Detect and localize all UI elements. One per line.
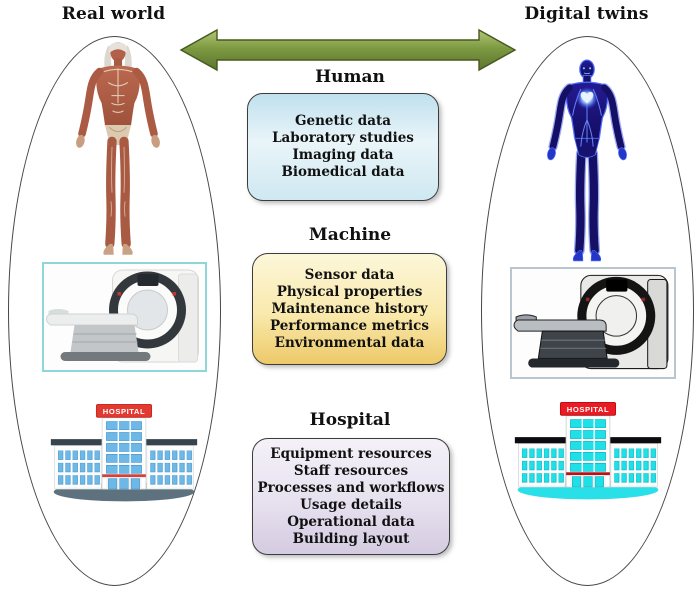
human-data-box: Genetic data Laboratory studies Imaging … [247, 93, 439, 201]
human-item: Genetic data [295, 113, 391, 129]
human-item: Imaging data [292, 147, 394, 163]
hospital-item: Usage details [300, 496, 402, 513]
exchange-arrow-icon [178, 27, 518, 73]
hospital-building-digital-illustration: HOSPITAL [512, 394, 664, 504]
hospital-building-illustration: HOSPITAL [48, 396, 200, 506]
human-item: Laboratory studies [272, 130, 414, 146]
hospital-item: Operational data [287, 513, 415, 530]
machine-item: Environmental data [274, 334, 425, 351]
digital-human-illustration [532, 58, 642, 264]
digital-twins-title: Digital twins [524, 4, 649, 24]
hospital-item: Staff resources [293, 462, 409, 479]
ct-scanner-photo [42, 262, 207, 372]
machine-item: Sensor data [304, 266, 395, 283]
real-world-title: Real world [61, 4, 166, 24]
machine-item: Maintenance history [271, 300, 428, 317]
hospital-item: Processes and workflows [257, 479, 445, 496]
machine-data-box: Sensor data Physical properties Maintena… [252, 253, 447, 365]
section-title-human: Human [315, 67, 385, 87]
machine-item: Performance metrics [270, 317, 429, 334]
ct-scanner-digital-illustration [510, 267, 676, 379]
section-title-hospital: Hospital [309, 410, 391, 430]
hospital-sign-text: HOSPITAL [567, 405, 609, 414]
hospital-item: Building layout [292, 530, 410, 547]
section-title-machine: Machine [308, 225, 392, 245]
hospital-item: Equipment resources [270, 445, 432, 462]
hospital-sign-text: HOSPITAL [103, 407, 145, 416]
hospital-data-box: Equipment resources Staff resources Proc… [252, 438, 450, 555]
anatomical-human-illustration [62, 40, 174, 258]
human-item: Biomedical data [281, 164, 405, 180]
machine-item: Physical properties [276, 283, 423, 300]
